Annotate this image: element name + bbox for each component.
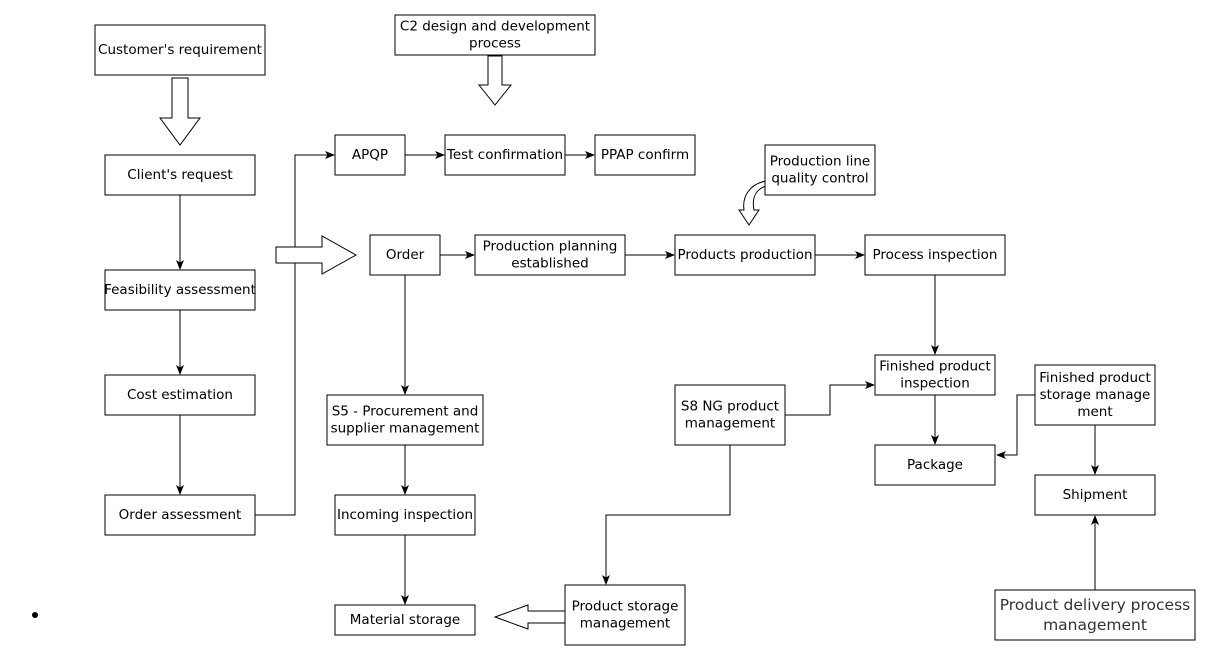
step-production-planning-label: established [511, 256, 588, 272]
step-shipment-box [1034, 474, 1156, 516]
step-production-line-qc-label: quality control [771, 171, 868, 187]
step-client-request: Client's request [104, 154, 256, 196]
step-package-box [874, 444, 996, 486]
step-finished-storage-label: storage manage [1040, 387, 1151, 403]
edge-s8-to-finished-inspection [785, 381, 875, 416]
step-test-confirmation: Test confirmation [444, 134, 566, 176]
step-finished-inspection-label: inspection [900, 376, 970, 392]
step-finished-storage-box [1034, 364, 1156, 426]
hollow-arrow-order-assessment-to-order [275, 235, 358, 275]
connectors [159, 55, 1099, 630]
step-ppap-confirm-box [594, 134, 696, 176]
edge-s8-to-product-storage [602, 445, 731, 585]
step-apqp-box [334, 134, 406, 176]
step-process-inspection-label: Process inspection [872, 247, 997, 263]
step-incoming-inspection-box [334, 494, 476, 536]
step-test-confirmation-box [444, 134, 566, 176]
step-c2-design-label: process [469, 36, 521, 52]
step-feasibility: Feasibility assessment [104, 269, 256, 311]
step-client-request-box [104, 154, 256, 196]
step-order: Order [369, 234, 441, 276]
step-delivery-management-label: Product delivery process [1000, 596, 1191, 614]
step-product-storage-label: management [580, 616, 670, 632]
hollow-arrow-c2-to-test-confirmation [477, 55, 513, 106]
step-products-production-box [674, 234, 816, 276]
edge-finished-storage-to-package [996, 394, 1035, 459]
step-incoming-inspection-label: Incoming inspection [337, 507, 473, 523]
step-material-storage-box [334, 604, 476, 636]
step-client-request-label: Client's request [127, 167, 232, 183]
step-products-production: Products production [674, 234, 816, 276]
hollow-curved-arrow-quality-control-to-production [738, 180, 767, 226]
bullet-dot [32, 612, 38, 618]
step-product-storage-label: Product storage [572, 599, 679, 615]
step-s8-ng-box [674, 384, 786, 446]
step-material-storage: Material storage [334, 604, 476, 636]
step-customer-requirement: Customer's requirement [94, 24, 266, 76]
step-delivery-management-label: management [1043, 616, 1147, 634]
step-customer-requirement-box [94, 24, 266, 76]
step-s8-ng-label: S8 NG product [681, 399, 779, 415]
step-s5-procurement-box [326, 394, 484, 446]
step-finished-inspection-box [874, 354, 996, 396]
step-cost-estimation-box [104, 374, 256, 416]
edge-order-assessment-to-apqp [255, 151, 335, 516]
step-apqp: APQP [334, 134, 406, 176]
step-feasibility-box [104, 269, 256, 311]
step-product-storage-box [564, 584, 686, 646]
step-c2-design-label: C2 design and development [400, 19, 590, 35]
step-cost-estimation-label: Cost estimation [127, 387, 233, 403]
step-ppap-confirm-label: PPAP confirm [601, 147, 689, 163]
hollow-arrow-customer-to-client-request [159, 77, 201, 146]
step-incoming-inspection: Incoming inspection [334, 494, 476, 536]
step-shipment-label: Shipment [1063, 487, 1128, 503]
step-order-box [369, 234, 441, 276]
step-production-planning-box [474, 234, 626, 276]
step-order-assessment-label: Order assessment [119, 507, 242, 523]
step-package: Package [874, 444, 996, 486]
step-s5-procurement-label: supplier management [331, 421, 480, 437]
step-ppap-confirm: PPAP confirm [594, 134, 696, 176]
step-feasibility-label: Feasibility assessment [104, 282, 256, 298]
step-order-label: Order [386, 247, 425, 263]
step-shipment: Shipment [1034, 474, 1156, 516]
step-s5-procurement-label: S5 - Procurement and [332, 404, 479, 420]
hollow-arrow-product-storage-to-material-storage [493, 604, 566, 630]
step-material-storage-label: Material storage [350, 612, 460, 628]
step-finished-inspection-label: Finished product [879, 359, 991, 375]
step-order-assessment-box [104, 494, 256, 536]
step-customer-requirement-label: Customer's requirement [98, 42, 262, 58]
step-finished-storage-label: ment [1077, 404, 1112, 420]
step-process-inspection: Process inspection [864, 234, 1006, 276]
step-package-label: Package [907, 457, 963, 473]
step-production-line-qc-box [764, 144, 876, 196]
step-finished-storage-label: Finished product [1039, 370, 1151, 386]
step-production-line-qc-label: Production line [770, 154, 870, 170]
step-test-confirmation-label: Test confirmation [446, 147, 563, 163]
step-c2-design-box [394, 14, 596, 56]
step-products-production-label: Products production [677, 247, 812, 263]
step-apqp-label: APQP [352, 147, 388, 163]
step-production-planning-label: Production planning [483, 239, 618, 255]
step-cost-estimation: Cost estimation [104, 374, 256, 416]
step-order-assessment: Order assessment [104, 494, 256, 536]
step-s8-ng-label: management [685, 416, 775, 432]
step-delivery-management-box [994, 589, 1196, 641]
step-delivery-management: Product delivery process management [994, 589, 1196, 641]
step-process-inspection-box [864, 234, 1006, 276]
